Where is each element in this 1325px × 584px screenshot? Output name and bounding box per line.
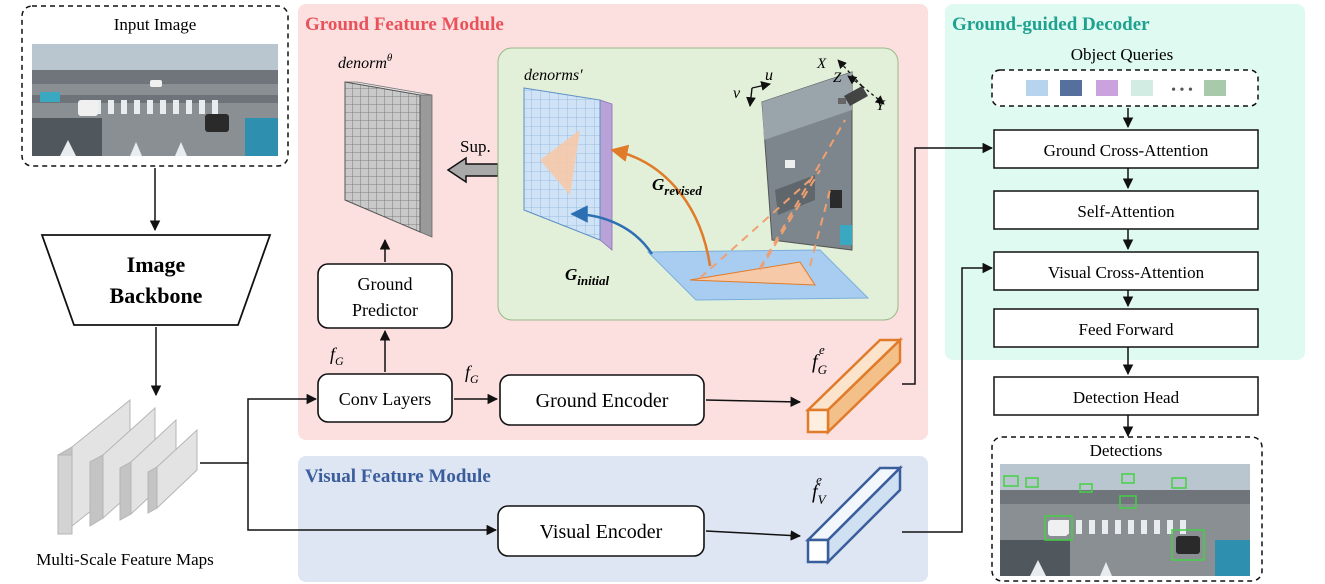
object-query-ellipsis: • • •	[1171, 83, 1193, 98]
detections-image	[1000, 464, 1250, 576]
ground-predictor-line2: Predictor	[352, 300, 418, 320]
connector-fve-to-visual-cross	[902, 262, 994, 533]
detections-title: Detections	[1090, 441, 1163, 460]
feed-forward-box	[993, 308, 1259, 348]
image-backbone-shape	[40, 234, 272, 326]
axis-y-label: Y	[876, 98, 886, 114]
ground-cross-attention-label: Ground Cross-Attention	[1044, 141, 1209, 160]
visual-module-title: Visual Feature Module	[305, 466, 491, 487]
fg-label-right: fG	[465, 362, 479, 386]
axis-u-label: u	[765, 67, 773, 84]
g-revised-arrow	[610, 144, 712, 267]
camera-icon	[838, 86, 868, 106]
multi-scale-feature-maps	[57, 398, 198, 535]
fve-feature-bar	[804, 464, 904, 566]
self-attention-box	[993, 190, 1259, 230]
image-axes	[746, 81, 771, 107]
axis-z-label: Z	[833, 70, 842, 86]
input-image	[32, 44, 278, 156]
camera-view-image	[761, 71, 853, 251]
ground-triangle	[689, 261, 816, 286]
g-initial-arrow	[570, 205, 654, 255]
object-queries-label: Object Queries	[1071, 45, 1173, 64]
detection-head-box	[993, 376, 1259, 416]
visual-cross-attention-box	[993, 251, 1259, 291]
object-queries-box	[991, 69, 1259, 107]
connector-features-to-conv	[200, 393, 318, 464]
sup-arrow	[446, 156, 499, 184]
visual-encoder-box	[497, 505, 705, 557]
input-image-title: Input Image	[114, 15, 197, 34]
connector-fge-to-ground-cross	[902, 142, 994, 385]
backbone-line2: Backbone	[110, 283, 203, 308]
g-revised-label: Grevised	[652, 175, 702, 198]
denorms-prime-label: denorms′	[524, 67, 583, 84]
fge-label: fGe	[812, 342, 828, 377]
ground-encoder-box	[499, 374, 705, 426]
object-query-square	[1060, 80, 1082, 96]
denorm-theta-label: denormθ	[338, 52, 393, 72]
visual-encoder-label: Visual Encoder	[540, 521, 663, 543]
ground-encoder-label: Ground Encoder	[536, 390, 669, 412]
ground-module-title: Ground Feature Module	[305, 14, 504, 35]
object-query-square	[1131, 80, 1153, 96]
connector-features-to-visual	[247, 463, 498, 536]
feature-maps-caption: Multi-Scale Feature Maps	[36, 550, 214, 569]
ground-predictor-box	[317, 263, 453, 329]
projection-lines	[699, 119, 846, 279]
object-query-square	[1096, 80, 1118, 96]
axis-v-label: v	[733, 85, 741, 102]
fve-label: fVe	[812, 472, 828, 507]
ground-predictor-line1: Ground	[358, 274, 413, 294]
backbone-line1: Image	[127, 252, 186, 277]
ground-cross-attention-box	[993, 129, 1259, 169]
self-attention-label: Self-Attention	[1077, 202, 1175, 221]
visual-cross-attention-label: Visual Cross-Attention	[1048, 263, 1205, 282]
object-query-squares	[1026, 80, 1226, 96]
object-query-square	[1026, 80, 1048, 96]
arrow-encoder-to-fge	[705, 396, 802, 408]
fg-label-left: fG	[330, 344, 344, 368]
axis-x-label: X	[816, 56, 827, 72]
decoder-title: Ground-guided Decoder	[952, 14, 1150, 35]
camera-axes	[837, 59, 885, 105]
conv-layers-box	[317, 373, 453, 423]
detection-head-label: Detection Head	[1073, 388, 1180, 407]
denorms-prime-plane	[523, 87, 613, 251]
conv-layers-label: Conv Layers	[339, 389, 431, 409]
arrow-visual-encoder-to-fve	[705, 530, 802, 541]
object-query-square	[1204, 80, 1226, 96]
feed-forward-label: Feed Forward	[1079, 320, 1174, 339]
g-initial-label: Ginitial	[565, 265, 609, 288]
fge-feature-bar	[804, 337, 904, 435]
denorm-theta-cube	[344, 81, 433, 238]
sup-label: Sup.	[460, 137, 491, 156]
